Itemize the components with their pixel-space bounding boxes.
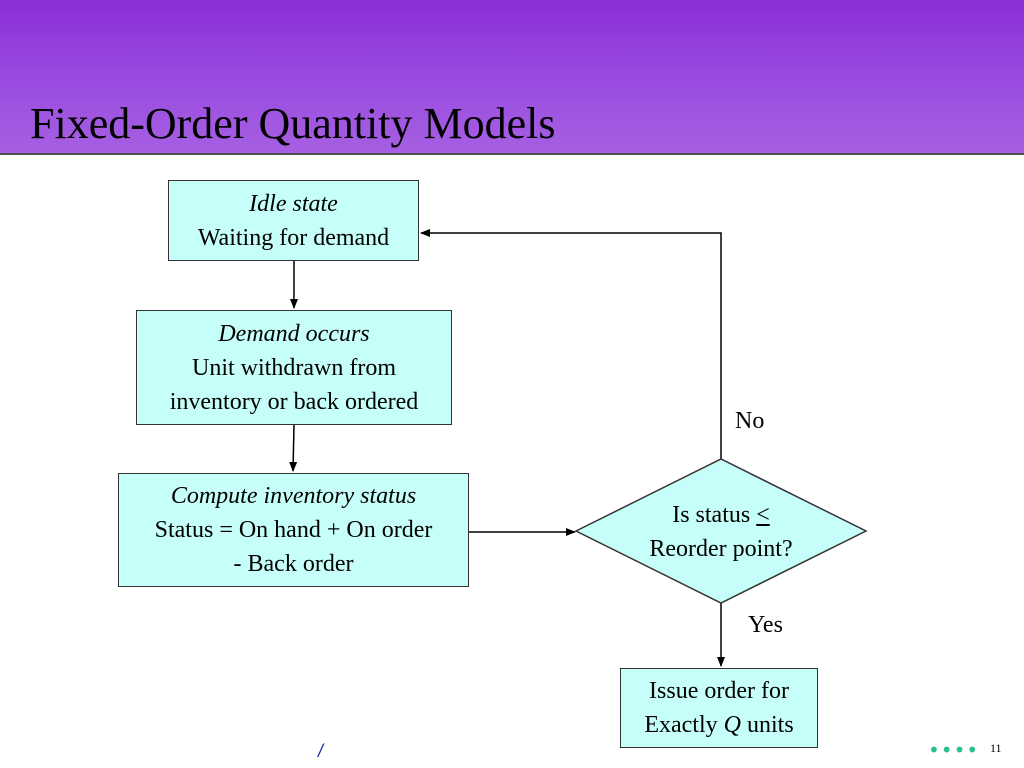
- decision-line1: Is status <: [580, 498, 862, 532]
- issue-order-prefix: Exactly: [644, 712, 724, 738]
- idle-state-heading: Idle state: [249, 190, 338, 217]
- decision-line1-prefix: Is status: [672, 502, 757, 528]
- arrow-no-loop: [420, 229, 722, 459]
- page-number: 11: [990, 741, 1002, 755]
- title-divider: [0, 153, 1024, 155]
- idle-state-box: Idle state Waiting for demand: [168, 180, 419, 261]
- demand-occurs-heading: Demand occurs: [218, 320, 370, 347]
- issue-order-suffix: units: [740, 712, 794, 738]
- compute-status-heading: Compute inventory status: [170, 483, 417, 509]
- quantity-variable: Q: [723, 712, 741, 738]
- demand-occurs-box: Demand occurs Unit withdrawn from invent…: [136, 310, 452, 425]
- slide-title: Fixed-Order Quantity Models: [30, 99, 556, 148]
- decision-diamond: [574, 458, 868, 604]
- idle-state-text: Waiting for demand: [197, 224, 390, 251]
- decorative-dots-icon: ••••: [928, 738, 980, 762]
- demand-occurs-line1: Unit withdrawn from: [192, 354, 396, 381]
- compute-status-line1: Status = On hand + On order: [154, 517, 433, 543]
- less-equal-symbol: <: [756, 502, 770, 528]
- issue-order-line2: Exactly Q units: [644, 708, 793, 742]
- issue-order-box: Issue order for Exactly Q units: [620, 668, 818, 748]
- issue-order-line1: Issue order for: [649, 678, 789, 704]
- no-label: No: [735, 408, 765, 434]
- compute-status-line2: - Back order: [233, 551, 354, 577]
- yes-label: Yes: [748, 612, 783, 638]
- demand-occurs-line2: inventory or back ordered: [169, 388, 419, 415]
- compute-status-box: Compute inventory status Status = On han…: [118, 473, 469, 587]
- footer-slash-mark: /: [318, 741, 324, 761]
- decision-line2: Reorder point?: [649, 536, 793, 562]
- title-banner: [0, 0, 1024, 153]
- arrow-demand-to-compute: [289, 424, 298, 472]
- decision-text: Is status < Reorder point?: [580, 498, 862, 566]
